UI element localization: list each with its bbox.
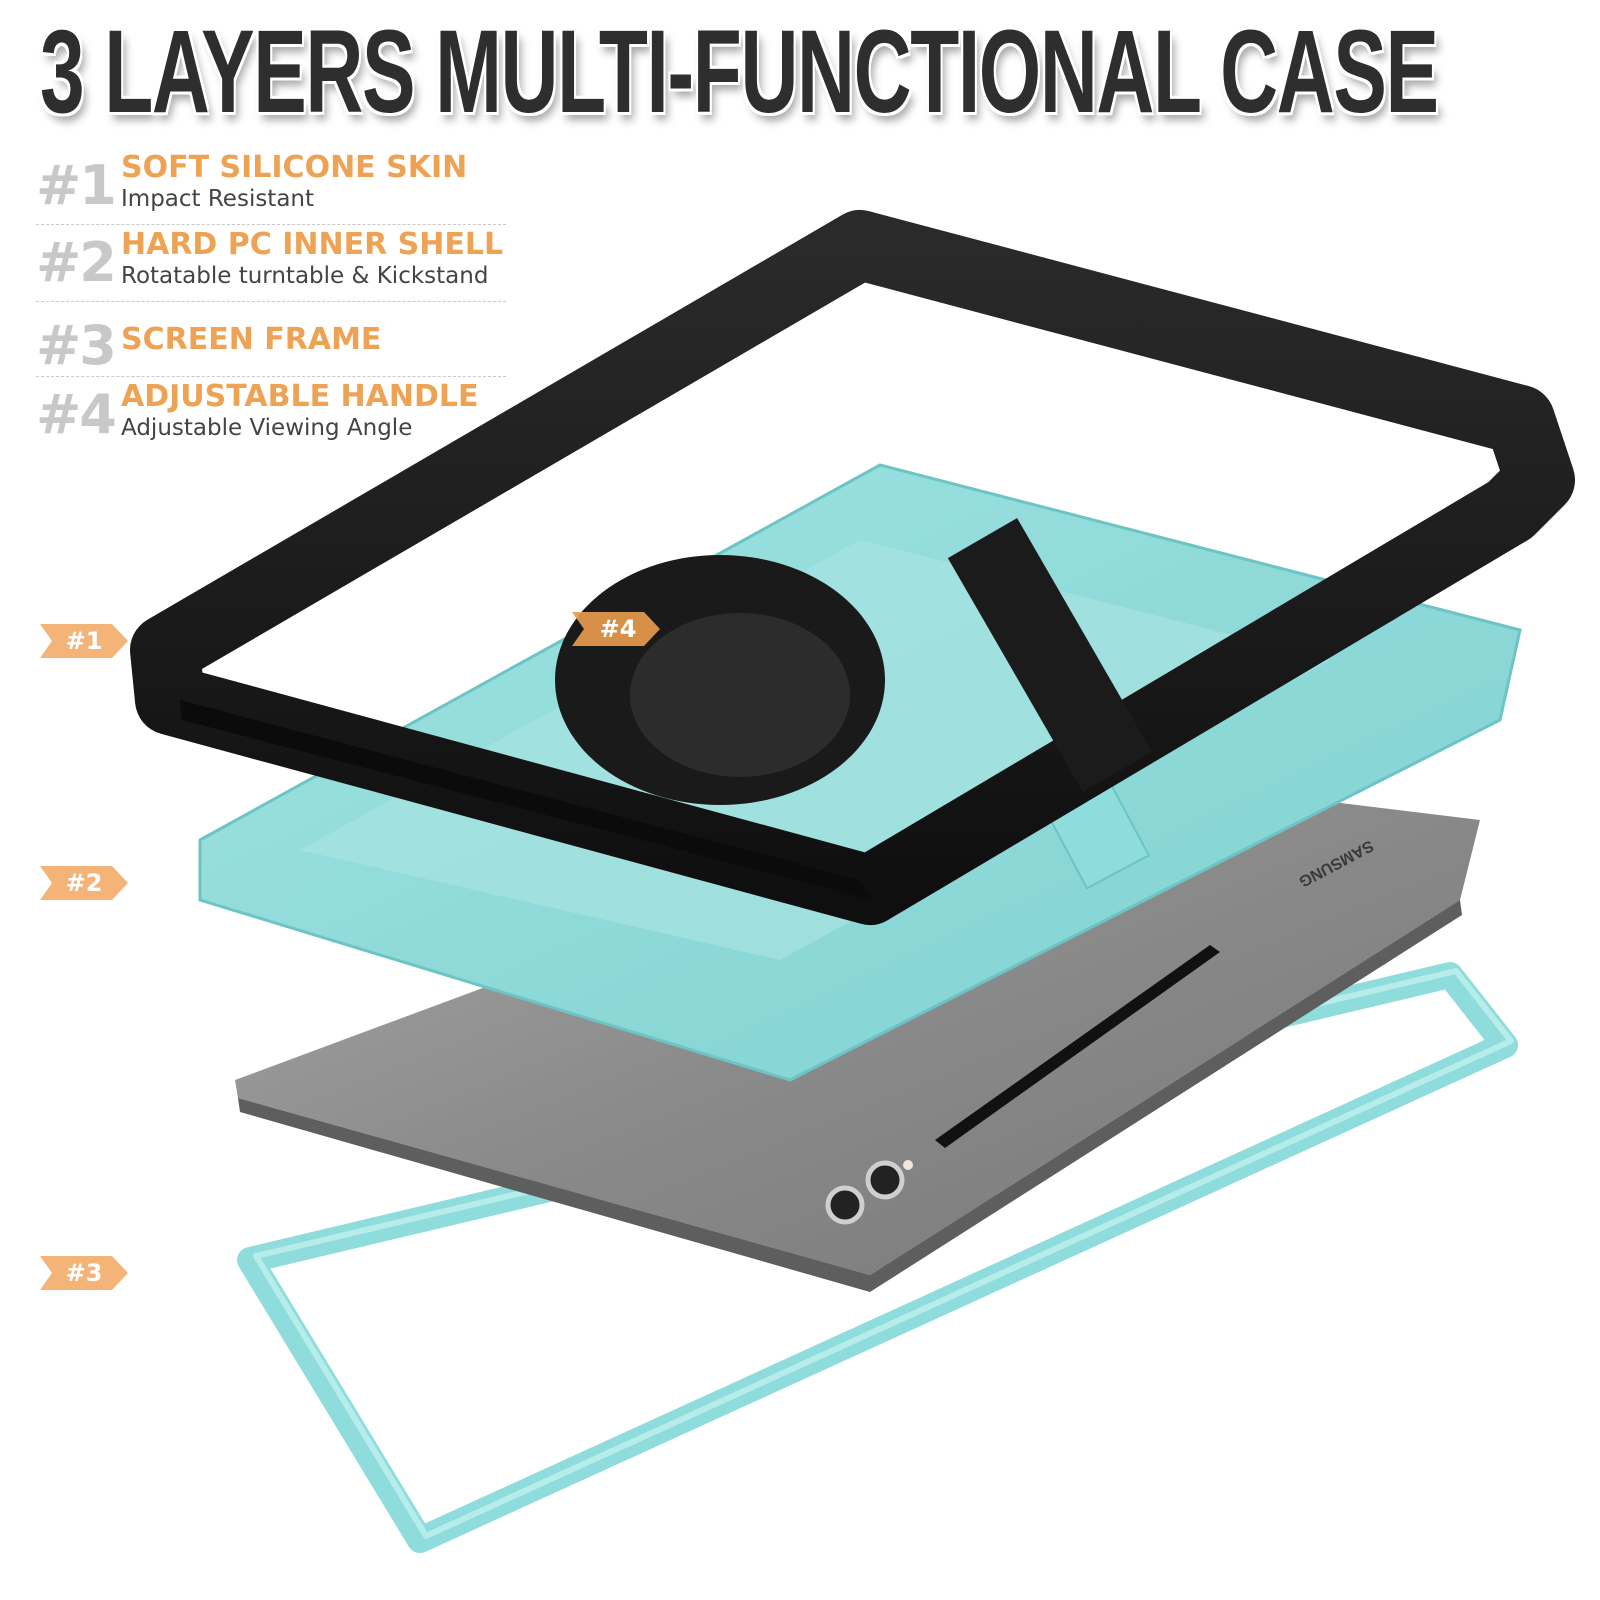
- feature-number: #2: [36, 231, 117, 294]
- feature-subtitle: Adjustable Viewing Angle: [121, 415, 413, 441]
- flash-icon: [903, 1160, 913, 1170]
- feature-subtitle: Rotatable turntable & Kickstand: [121, 263, 489, 289]
- feature-subtitle: Impact Resistant: [121, 186, 315, 212]
- layer-tag-3-label: #3: [65, 1259, 103, 1287]
- feature-number: #4: [36, 383, 117, 446]
- layer-tag-3: [40, 1256, 128, 1290]
- feature-item-3: #3 SCREEN FRAME: [36, 302, 506, 377]
- feature-title: SOFT SILICONE SKIN: [121, 150, 468, 185]
- headline: 3 LAYERS MULTI-FUNCTIONAL CASE: [0, 6, 1600, 138]
- feature-title: SCREEN FRAME: [121, 322, 382, 357]
- headline-text: 3 LAYERS MULTI-FUNCTIONAL CASE: [40, 6, 1439, 138]
- silicone-skin-layer: [130, 210, 1575, 925]
- feature-number: #1: [36, 154, 117, 217]
- feature-item-4: #4 ADJUSTABLE HANDLE Adjustable Viewing …: [36, 377, 506, 453]
- stylus: [935, 945, 1220, 1148]
- adjustable-handle: [555, 555, 885, 805]
- layer-tag-2-label: #2: [65, 869, 103, 897]
- feature-list: #1 SOFT SILICONE SKIN Impact Resistant #…: [36, 148, 506, 453]
- feature-title: ADJUSTABLE HANDLE: [121, 379, 479, 414]
- feature-item-1: #1 SOFT SILICONE SKIN Impact Resistant: [36, 148, 506, 225]
- layer-tag-4-label: #4: [599, 615, 637, 643]
- layer-tag-2: [40, 866, 128, 900]
- camera-lens-icon: [865, 1160, 905, 1200]
- feature-item-2: #2 HARD PC INNER SHELL Rotatable turntab…: [36, 225, 506, 302]
- camera-lens-icon: [825, 1185, 865, 1225]
- feature-number: #3: [36, 314, 117, 377]
- layer-tag-1: [40, 624, 128, 658]
- layer-tag-4: [572, 612, 660, 646]
- layer-tag-1-label: #1: [65, 627, 103, 655]
- feature-title: HARD PC INNER SHELL: [121, 227, 504, 262]
